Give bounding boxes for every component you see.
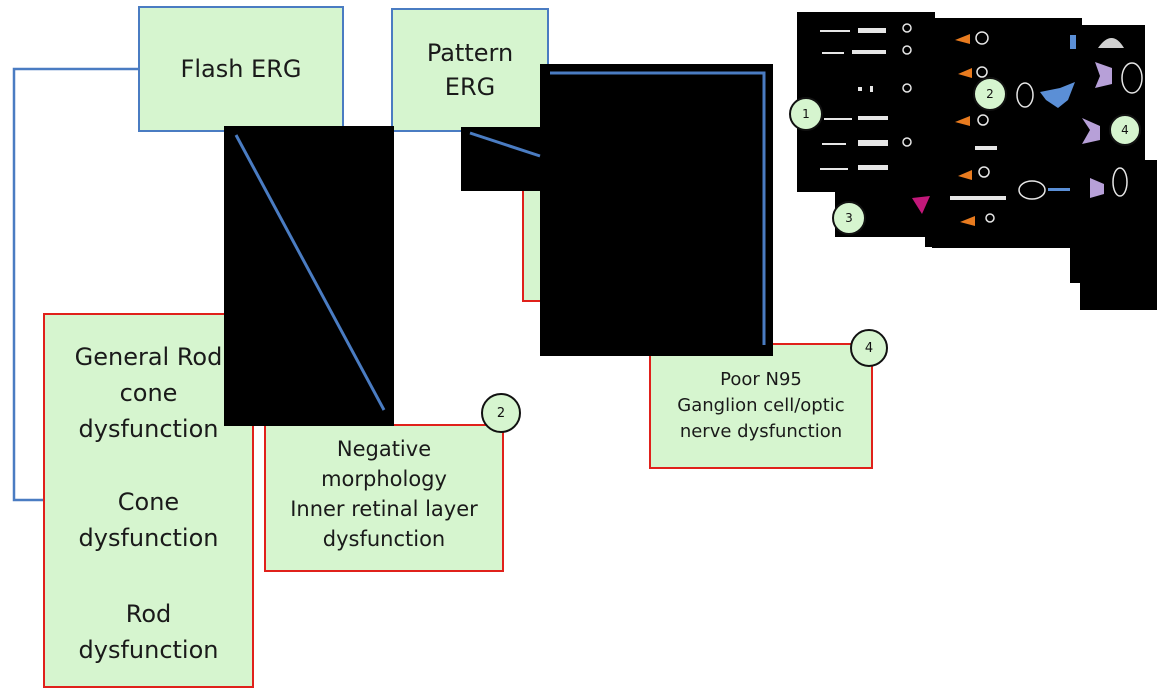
negative-morphology-box: Negative morphology Inner retinal layer … xyxy=(264,424,504,572)
inset-badge-2: 2 xyxy=(973,77,1007,111)
inset-panel xyxy=(797,12,935,192)
pattern-erg-title-line1: Pattern xyxy=(426,39,514,67)
text-line: morphology xyxy=(321,467,447,491)
text-line: General Rod xyxy=(74,343,223,371)
text-line: Ganglion cell/optic xyxy=(677,395,845,416)
flash-erg-box: Flash ERG xyxy=(138,6,344,132)
text-line: Rod xyxy=(125,600,172,628)
blue-cell-marks xyxy=(1040,35,1076,191)
rod-cone-marks xyxy=(820,28,1006,200)
occluder-panel-small xyxy=(461,127,546,191)
pattern-to-result-connector xyxy=(469,131,541,158)
general-dysfunction-box: General Rod cone dysfunction Cone dysfun… xyxy=(43,313,254,688)
purple-cell-marks xyxy=(1082,62,1112,198)
inset-badge-4: 4 xyxy=(1109,114,1141,146)
text-line: dysfunction xyxy=(78,524,219,552)
inset-badge-3: 3 xyxy=(832,201,866,235)
text-line: Poor N95 xyxy=(720,369,802,390)
text-line: dysfunction xyxy=(78,415,219,443)
cell-outline-marks xyxy=(902,23,1143,223)
magenta-cell-mark xyxy=(912,196,930,214)
general-rod-cone-dysfunction-text: General Rod cone dysfunction xyxy=(75,339,223,447)
grey-cell-mark xyxy=(1098,38,1124,48)
pattern-erg-box: Pattern ERG xyxy=(391,8,549,132)
text-line: cone xyxy=(119,379,178,407)
text-line: Negative xyxy=(336,437,432,461)
text-line: dysfunction xyxy=(322,527,446,551)
orange-cell-marks xyxy=(955,34,975,226)
inset-panel xyxy=(925,225,1077,247)
inset-panel xyxy=(932,18,1082,248)
badge-2: 2 xyxy=(481,393,521,433)
rod-dysfunction-text: Rod dysfunction xyxy=(79,596,219,668)
occluder-panel-right xyxy=(540,64,773,356)
pattern-to-n95-connector xyxy=(550,71,766,345)
cone-dysfunction-text: Cone dysfunction xyxy=(79,484,219,556)
text-line: Inner retinal layer xyxy=(290,497,478,521)
text-line: Cone xyxy=(117,488,180,516)
inset-badge-1: 1 xyxy=(789,97,823,131)
flash-to-general-connector xyxy=(12,67,138,502)
badge-4: 4 xyxy=(850,329,888,367)
text-line: nerve dysfunction xyxy=(679,421,843,442)
pattern-erg-title-line2: ERG xyxy=(444,73,496,101)
text-line: dysfunction xyxy=(78,636,219,664)
flash-to-negative-connector xyxy=(234,134,386,411)
flash-erg-title: Flash ERG xyxy=(180,55,302,83)
